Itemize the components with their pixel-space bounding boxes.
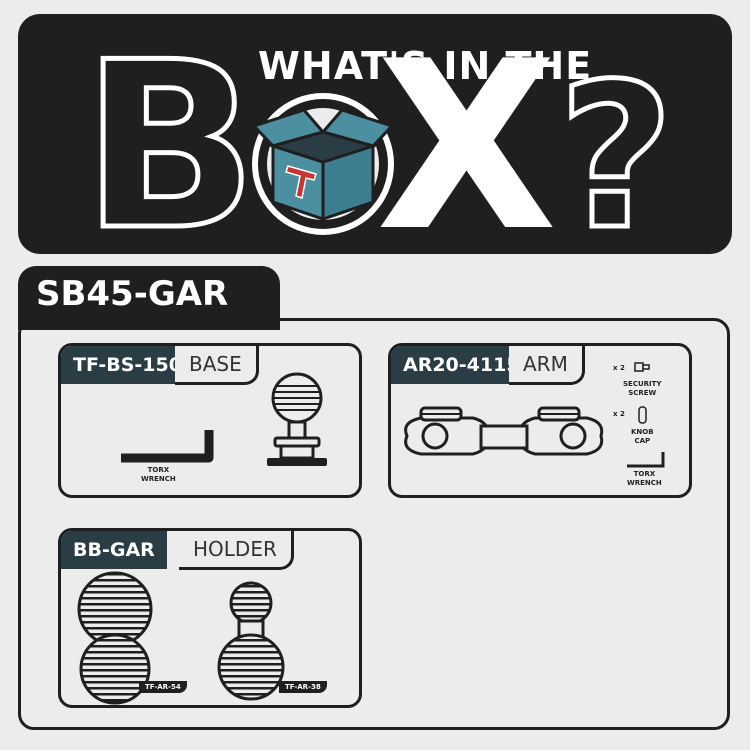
holder-illustration: [77, 571, 285, 705]
question-mark: ?: [558, 41, 674, 254]
holder-tag-small: TF-AR-38: [279, 681, 327, 693]
torx-wrench-icon: [121, 430, 214, 463]
banner: B X ? WHAT'S IN THE: [18, 14, 732, 254]
arm-wrench-label: TORX WRENCH: [627, 470, 662, 487]
knob-cap-icon: [638, 406, 647, 424]
card-base-code: TF-BS-150: [61, 346, 194, 384]
card-holder: BB-GAR HOLDER TF-AR-54 TF-AR-38: [58, 528, 362, 708]
screw-label: SECURITY SCREW: [623, 380, 662, 397]
card-holder-label: HOLDER: [179, 531, 294, 570]
card-arm-label: ARM: [509, 346, 585, 385]
card-holder-code: BB-GAR: [61, 531, 167, 569]
card-base-label: BASE: [175, 346, 259, 385]
box-icon: [251, 93, 395, 235]
cap-qty: x 2: [613, 410, 625, 418]
holder-ball-large-icon: [77, 571, 153, 705]
holder-tag-large: TF-AR-54: [139, 681, 187, 693]
product-code: SB45-GAR: [36, 274, 229, 314]
holder-ball-small-icon: [217, 581, 285, 701]
letter-b: B: [82, 14, 257, 254]
letter-x: X: [378, 14, 555, 254]
product-tab-base: [18, 290, 280, 330]
arm-icon: [404, 406, 604, 456]
security-screw-icon: [634, 362, 650, 372]
card-arm: AR20-4115 ARM x 2 SECURITY SCREW x 2: [388, 343, 692, 498]
base-illustration: [121, 372, 327, 466]
banner-heading: WHAT'S IN THE: [258, 44, 593, 88]
card-base: TF-BS-150 BASE TORX WRENCH: [58, 343, 362, 498]
cap-label: KNOB CAP: [631, 428, 654, 445]
base-mount-icon: [267, 372, 327, 466]
arm-torx-wrench-icon: [627, 452, 665, 468]
banner-graphic: B X ?: [80, 14, 677, 254]
arm-illustration: [404, 362, 665, 468]
base-wrench-label: TORX WRENCH: [141, 466, 176, 483]
card-arm-code: AR20-4115: [391, 346, 532, 384]
screw-qty: x 2: [613, 364, 625, 372]
